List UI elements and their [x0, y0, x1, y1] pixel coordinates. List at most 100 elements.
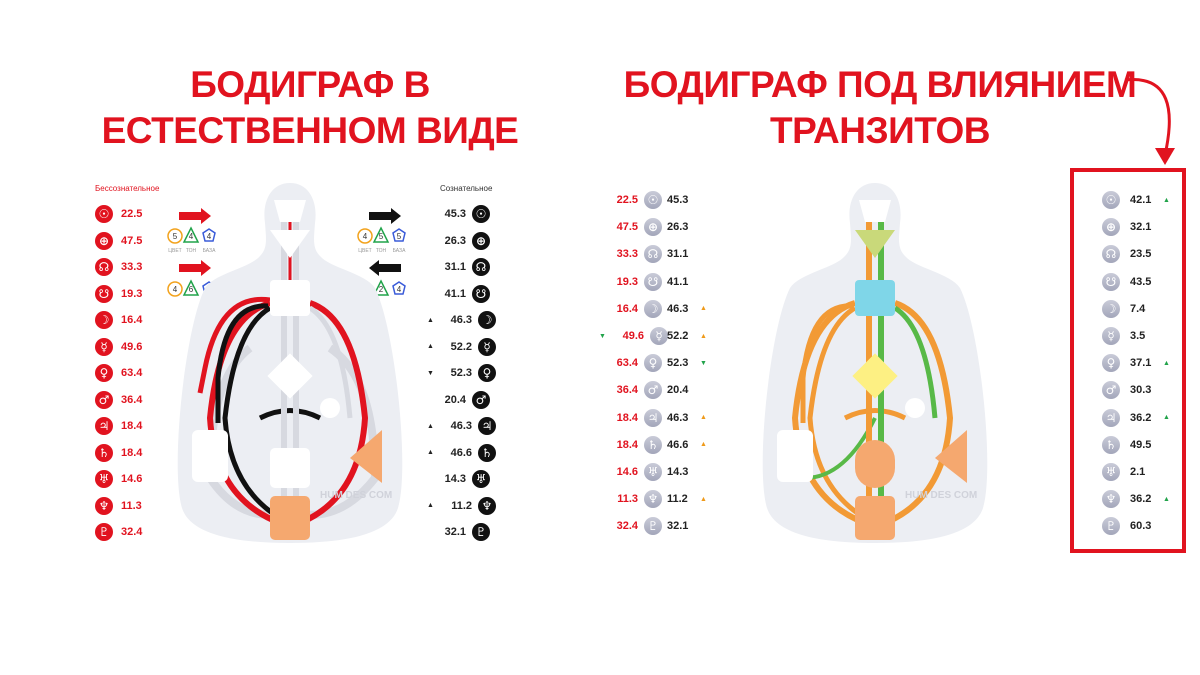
solar-plexus-center: [350, 430, 382, 483]
gate-value: 16.4: [616, 302, 638, 315]
gate-value: 49.5: [1130, 438, 1152, 451]
gate-value: 46.3: [667, 302, 689, 315]
bodygraph-transit: HUM DES COM: [762, 183, 988, 543]
throat-center: [855, 280, 895, 316]
gate-value: 43.5: [1130, 275, 1152, 288]
sun-icon: ☉: [472, 205, 490, 223]
tone-label-r3: БАЗА: [393, 248, 406, 254]
gate-row: ☽16.4: [95, 310, 155, 330]
gate-value: 41.1: [667, 275, 689, 288]
change-mark: ▲: [427, 316, 434, 324]
gate-value: 3.5: [1130, 330, 1146, 342]
gate-row: ▲52.2☿: [424, 337, 496, 357]
neptune-icon: ♆: [1102, 490, 1120, 509]
curved-arrow-icon: [1124, 78, 1175, 165]
gate-value: 14.3: [667, 466, 689, 478]
south-node-icon: ☋: [472, 284, 490, 303]
gate-row: 52.2▲: [667, 326, 715, 346]
gate-value: 22.5: [121, 208, 143, 220]
gate-value: 31.1: [444, 261, 466, 273]
var-tr-2: 5: [379, 232, 384, 241]
gate-row: ♂36.4: [95, 390, 155, 410]
gate-row: ☽7.4: [1102, 299, 1172, 319]
uranus-icon: ♅: [95, 470, 113, 488]
var-br-2: 2: [379, 285, 384, 294]
pluto-icon: ♇: [644, 517, 662, 536]
saturn-icon: ♄: [644, 435, 662, 454]
mercury-icon: ☿: [478, 337, 496, 356]
gate-value: 47.5: [616, 221, 638, 234]
gate-row: 19.3☋: [596, 272, 662, 292]
change-mark: ▲: [1163, 359, 1170, 367]
mercury-icon: ☿: [95, 337, 113, 356]
gate-value: 36.2: [1130, 493, 1152, 506]
mars-icon: ♂: [1102, 381, 1120, 400]
gate-row: 11.2 ▲: [667, 489, 715, 509]
gate-row: 63.4♀: [596, 353, 662, 373]
gate-value: 32.4: [616, 520, 638, 533]
gate-row: 22.5☉: [596, 190, 662, 210]
gate-value: 23.5: [1130, 248, 1152, 261]
ajna-center: [270, 230, 310, 258]
north-node-icon: ☊: [1102, 245, 1120, 264]
gate-row: ♅14.6: [95, 469, 155, 489]
gate-row: ☋19.3: [95, 284, 155, 304]
change-mark: ▲: [1163, 495, 1170, 503]
gate-value: 14.3: [444, 473, 466, 485]
gate-value: 33.3: [121, 261, 143, 273]
gate-row: 46.3▲: [667, 408, 715, 428]
change-mark: ▲: [427, 449, 434, 456]
gate-row: 32.1: [667, 516, 709, 536]
change-mark: ▼: [427, 369, 434, 377]
gate-row: ☿3.5: [1102, 326, 1172, 346]
arrow-right-icon: [369, 208, 401, 224]
gate-row: 16.4 ☽: [596, 299, 662, 319]
gate-row: ▲46.3☽: [424, 310, 496, 330]
gate-value: 11.3: [121, 499, 142, 512]
gate-row: 18.4♃: [596, 408, 662, 428]
neptune-icon: ♆: [644, 490, 662, 509]
saturn-icon: ♄: [1102, 435, 1120, 454]
gate-value: 19.3: [121, 287, 143, 300]
gate-row: 45.3 ☉: [424, 204, 490, 224]
moon-icon: ☽: [644, 299, 662, 318]
sun-icon: ☉: [1102, 191, 1120, 209]
arrow-right-icon: [179, 260, 211, 276]
right-title: БОДИГРАФ ПОД ВЛИЯНИЕМ ТРАНЗИТОВ: [610, 62, 1150, 154]
uranus-icon: ♅: [472, 470, 490, 488]
gate-row: 32.4 ♇: [596, 516, 662, 536]
var-tl-3: 4: [207, 232, 212, 241]
mars-icon: ♂: [95, 390, 113, 409]
right-title-line-1: БОДИГРАФ ПОД ВЛИЯНИЕМ: [623, 64, 1137, 105]
watermark-text: HUM DES COM: [320, 490, 392, 501]
gate-value: 31.1: [667, 248, 689, 261]
var-tl-1: 5: [173, 232, 178, 241]
gate-value: 11.2: [667, 493, 688, 506]
jupiter-icon: ♃: [644, 408, 662, 427]
gate-value: 36.2: [1130, 411, 1152, 424]
change-mark: ▲: [427, 502, 434, 509]
north-node-icon: ☊: [472, 258, 490, 276]
tone-label-r1: ЦВЕТ: [358, 248, 371, 254]
gate-row: ☊ 23.5: [1102, 244, 1172, 264]
gate-row: 45.3: [667, 190, 709, 210]
gate-value: 63.4: [121, 367, 143, 379]
var-bl-1: 4: [173, 285, 178, 294]
gate-value: 52.2: [667, 330, 689, 342]
venus-icon: ♀: [95, 364, 113, 382]
gate-value: 7.4: [1130, 302, 1146, 315]
change-mark: ▲: [700, 495, 707, 503]
gate-row: 14.3 ♅: [424, 469, 490, 489]
earth-icon: ⊕: [644, 218, 662, 237]
arrow-right-icon: [179, 208, 211, 224]
gate-value: 2.1: [1130, 466, 1146, 478]
gate-value: 63.4: [616, 357, 638, 370]
gate-value: 46.3: [450, 314, 472, 326]
spleen-center: [192, 430, 228, 482]
change-mark: ▲: [427, 343, 434, 350]
sun-icon: ☉: [95, 205, 113, 223]
gate-row: 31.1: [667, 244, 709, 264]
gate-row: 18.4♄: [596, 435, 662, 455]
pluto-icon: ♇: [1102, 517, 1120, 536]
gate-value: 45.3: [444, 208, 466, 220]
